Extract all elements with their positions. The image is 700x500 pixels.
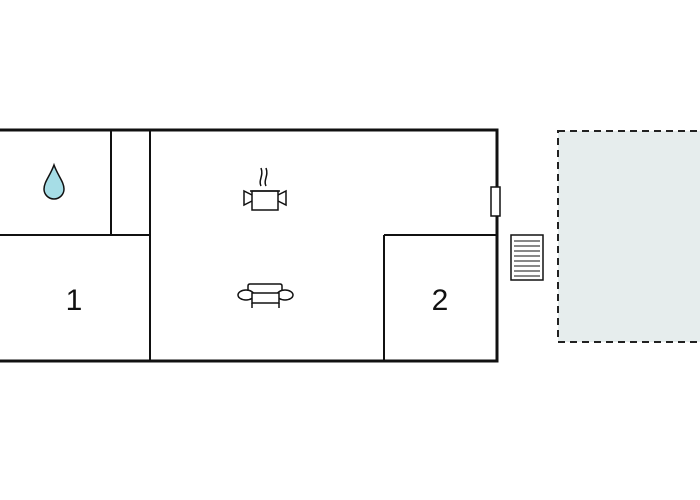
interior-walls xyxy=(0,130,497,361)
exterior-wall xyxy=(0,128,499,363)
entrance-door xyxy=(490,186,501,217)
entrance-steps xyxy=(510,234,544,281)
terrace-area xyxy=(557,130,700,343)
water-drop-icon xyxy=(43,162,65,200)
room-number-1: 1 xyxy=(66,284,83,317)
cooking-pot-icon xyxy=(243,167,287,211)
sofa-icon xyxy=(237,283,294,308)
room-number-2: 2 xyxy=(432,284,449,317)
